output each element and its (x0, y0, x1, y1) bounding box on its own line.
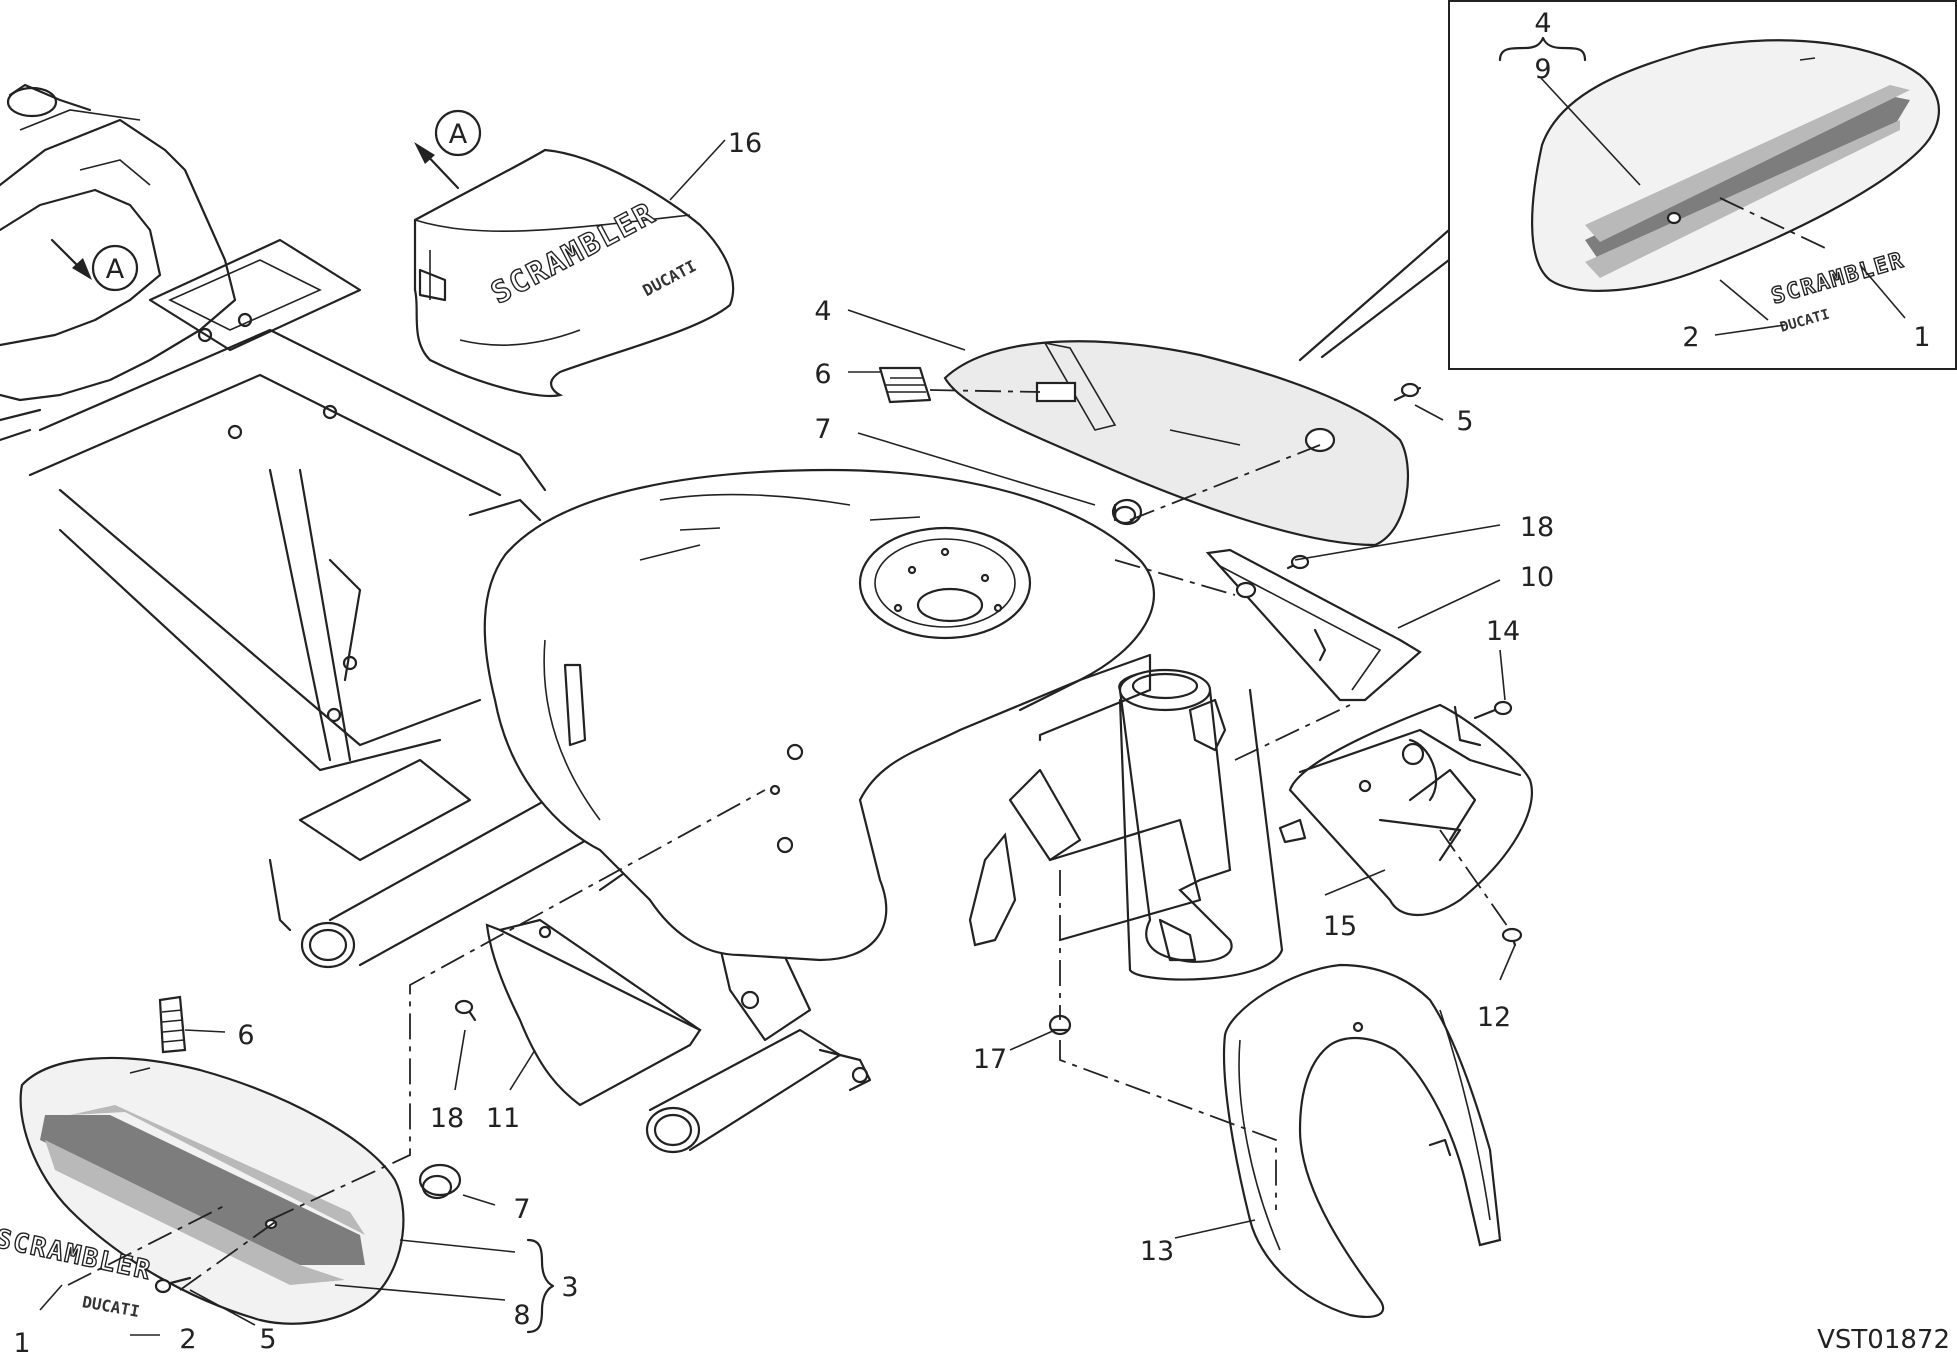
callout-14: 14 (1486, 616, 1520, 647)
screw-part-5-bottom (154, 1276, 192, 1294)
frame-assembly (0, 83, 872, 1154)
callout-18-bottom: 18 (430, 1103, 464, 1134)
cover-part-10 (1205, 548, 1422, 702)
bracket-part-15 (1278, 703, 1533, 917)
callout-15: 15 (1323, 911, 1357, 942)
right-side-panel-part-4 (943, 340, 1410, 547)
callout-1-bottom: 1 (13, 1328, 30, 1359)
callout-labels: 4 9 1 2 16 4 6 7 5 18 10 14 15 12 17 13 … (13, 8, 1930, 1359)
left-bracket-part-11 (485, 918, 702, 1107)
screw-part-18-bottom (454, 999, 477, 1022)
callout-6-bottom: 6 (237, 1020, 254, 1051)
decal-ducati-bottom: DUCATI (81, 1292, 141, 1321)
callout-7-top: 7 (814, 414, 831, 445)
left-side-panel-part-3 (19, 1056, 405, 1325)
callout-11: 11 (486, 1103, 520, 1134)
view-marker-a-left-letter: A (106, 254, 125, 285)
callout-12: 12 (1477, 1002, 1511, 1033)
callout-2-inset: 2 (1682, 322, 1699, 353)
grommet-part-7-top (1111, 498, 1143, 526)
callout-18-right: 18 (1520, 512, 1554, 543)
inset-detail-panel: SCRAMBLER DUCATI (1298, 0, 1957, 370)
callout-3: 3 (561, 1272, 578, 1303)
screw-part-5-top (1393, 382, 1422, 402)
seat-part-16: SCRAMBLER DUCATI (413, 148, 735, 397)
callout-10: 10 (1520, 562, 1554, 593)
callout-17: 17 (973, 1044, 1007, 1075)
callout-6-top: 6 (814, 359, 831, 390)
callout-9-inset: 9 (1534, 54, 1551, 85)
callout-4-inset: 4 (1534, 8, 1551, 39)
view-marker-a-top: A (414, 109, 482, 190)
callout-5-top: 5 (1456, 406, 1473, 437)
callout-16: 16 (728, 128, 762, 159)
screw-part-14 (1473, 700, 1513, 720)
callout-13: 13 (1140, 1236, 1174, 1267)
clip-part-6-bottom (158, 995, 187, 1054)
leader-lines (39, 76, 1906, 1336)
grommet-part-7-bottom (418, 1163, 462, 1200)
callout-5-bottom: 5 (259, 1324, 276, 1355)
fuel-tank (483, 468, 1284, 981)
callout-1-inset: 1 (1913, 322, 1930, 353)
callout-7-bottom: 7 (513, 1194, 530, 1225)
callout-8: 8 (513, 1300, 530, 1331)
clip-part-6-top (878, 366, 932, 404)
callout-4: 4 (814, 296, 831, 327)
drawing-code: VST01872 (1817, 1325, 1950, 1355)
view-marker-a-top-letter: A (449, 119, 468, 150)
screw-part-12 (1501, 927, 1523, 947)
view-marker-a-left: A (50, 238, 139, 292)
callout-2-bottom: 2 (179, 1324, 196, 1355)
front-cover-part-13 (1222, 963, 1502, 1318)
